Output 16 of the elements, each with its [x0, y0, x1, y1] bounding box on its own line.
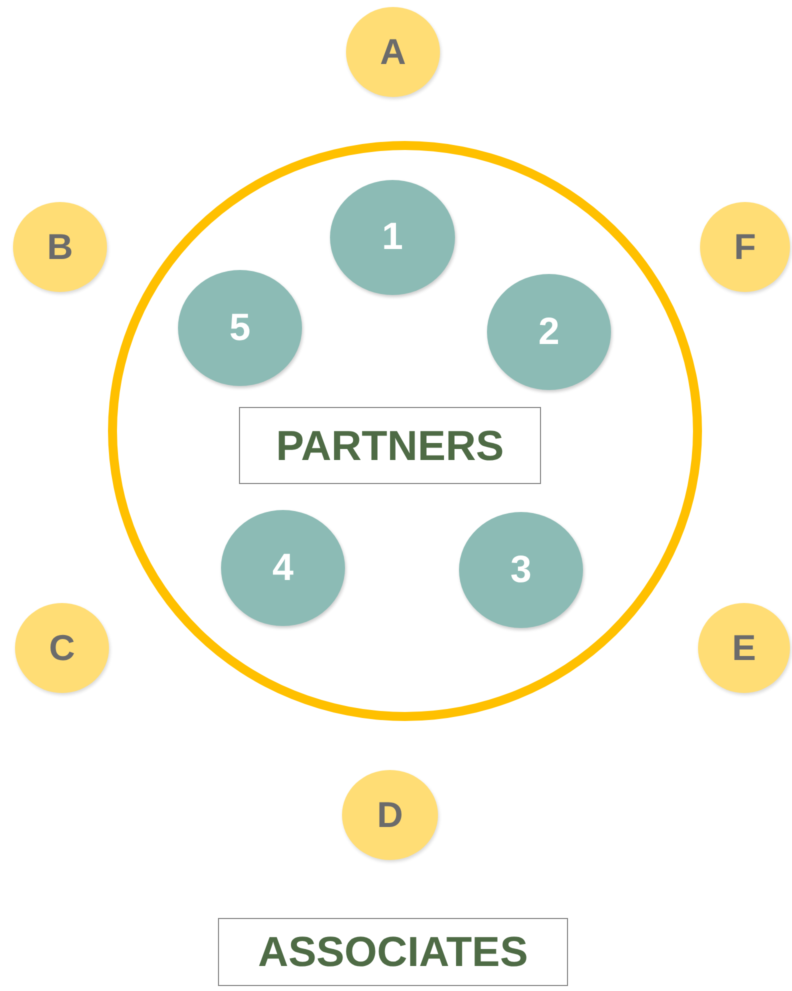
letter: B [47, 226, 73, 268]
number: 3 [510, 548, 532, 592]
number: 2 [538, 310, 560, 354]
letter: F [734, 226, 756, 268]
label-box [218, 918, 568, 986]
number: 4 [272, 546, 294, 590]
letter: C [49, 627, 75, 669]
letter: E [732, 627, 756, 669]
group-title: PARTNERS [276, 422, 504, 470]
number: 5 [229, 306, 251, 350]
ring-circle [108, 141, 702, 721]
letter: D [377, 794, 403, 836]
number: 1 [382, 216, 404, 259]
label-box [239, 407, 541, 484]
letter: A [380, 31, 406, 73]
group-title: ASSOCIATES [258, 928, 528, 976]
